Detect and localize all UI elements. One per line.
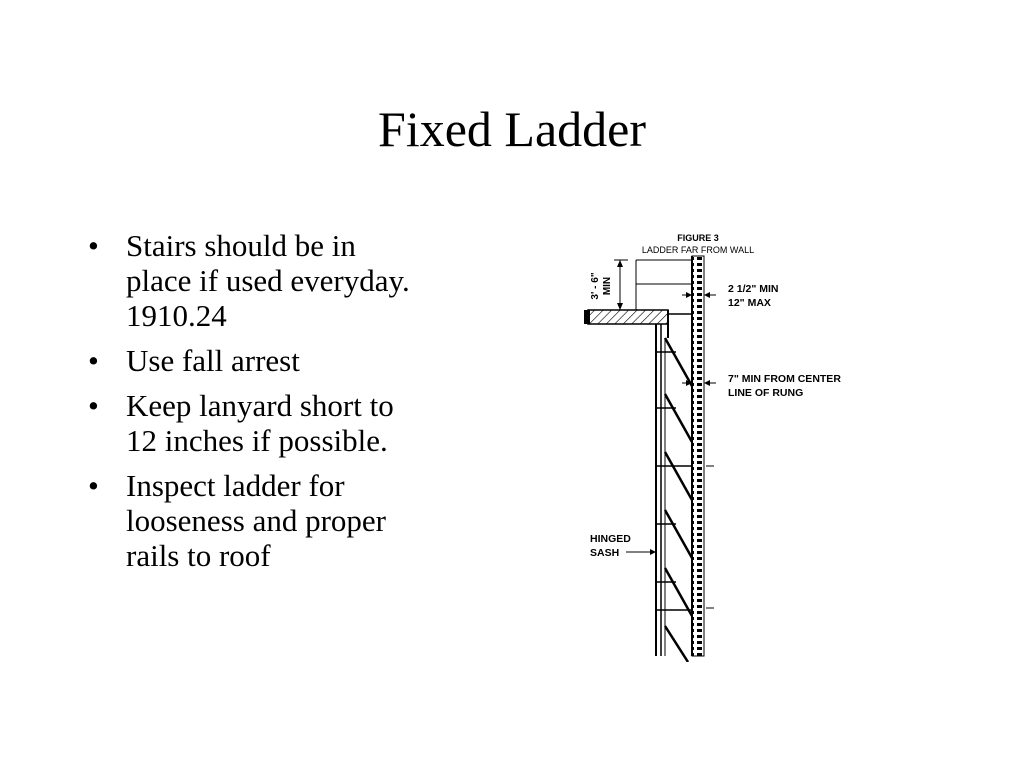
bullet-item: • Inspect ladder for looseness and prope… <box>82 468 512 573</box>
sash-diagonal <box>663 337 694 387</box>
bullet-line: Stairs should be in <box>126 228 356 263</box>
bullet-line: Inspect ladder for <box>126 468 345 503</box>
rung-set <box>656 351 692 611</box>
bullet-item: • Stairs should be in place if used ever… <box>82 228 512 333</box>
slide-title: Fixed Ladder <box>378 101 646 157</box>
figure-caption: FIGURE 3 <box>677 233 719 243</box>
dimension-arrowhead <box>686 380 692 386</box>
bullet-line: Use fall arrest <box>126 343 300 378</box>
hinged-sash-label-sub: SASH <box>590 547 619 559</box>
bullet-item: • Use fall arrest <box>82 343 512 378</box>
ladder-diagram: FIGURE 3 LADDER FAR FROM WALL 3' - 6" MI… <box>584 233 841 662</box>
height-dimension-label: 3' - 6" <box>590 272 601 299</box>
bullet-line: 1910.24 <box>126 298 227 333</box>
figure-caption-sub: LADDER FAR FROM WALL <box>642 245 754 255</box>
bullet-line: place if used everyday. <box>126 263 410 298</box>
dimension-arrow <box>617 260 623 267</box>
bullet-line: Keep lanyard short to <box>126 388 394 423</box>
bullet-line: 12 inches if possible. <box>126 423 388 458</box>
bullet-line: rails to roof <box>126 538 271 573</box>
bullet-dot: • <box>88 343 99 378</box>
sash-diagonal <box>663 625 690 662</box>
bullet-line: looseness and proper <box>126 503 386 538</box>
rung-clearance-label: 7" MIN FROM CENTER <box>728 373 841 385</box>
ladder-figure: FIGURE 3 LADDER FAR FROM WALL 3' - 6" MI… <box>568 226 908 662</box>
dimension-arrow <box>617 303 623 310</box>
hinged-sash-label: HINGED <box>590 533 631 545</box>
hinged-sash-set <box>663 337 694 662</box>
dimension-arrowhead <box>704 380 710 386</box>
sash-diagonal <box>663 451 694 501</box>
roof-slab-edge <box>584 310 590 324</box>
bullet-dot: • <box>88 228 99 263</box>
gap-dimension-label-max: 12" MAX <box>728 297 771 309</box>
wall <box>691 255 705 657</box>
sash-diagonal <box>663 567 694 617</box>
rung-clearance-label-sub: LINE OF RUNG <box>728 387 803 399</box>
gap-dimension-label: 2 1/2" MIN <box>728 283 779 295</box>
leader-arrowhead <box>650 549 656 555</box>
bullet-list: • Stairs should be in place if used ever… <box>82 228 512 583</box>
sash-diagonal <box>663 393 694 443</box>
bullet-item: • Keep lanyard short to 12 inches if pos… <box>82 388 512 458</box>
bullet-dot: • <box>88 388 99 423</box>
bullet-dot: • <box>88 468 99 503</box>
roof-slab <box>587 309 669 325</box>
dimension-arrowhead <box>686 292 692 298</box>
sash-diagonal <box>663 509 694 559</box>
dimension-arrowhead <box>704 292 710 298</box>
height-dimension-label-min: MIN <box>602 277 613 295</box>
